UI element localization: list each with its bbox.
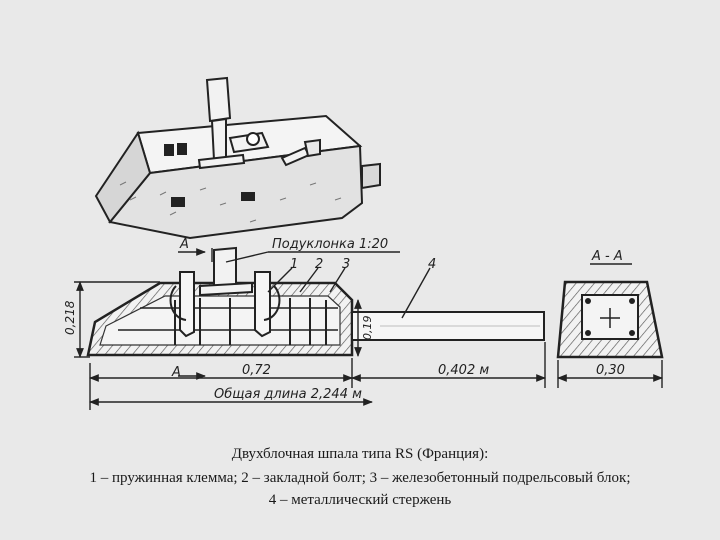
- part-1-label: 1: [290, 257, 298, 272]
- part-3-label: 3: [342, 257, 350, 272]
- dimension-lines: [74, 248, 663, 410]
- cant-label: Подуклонка 1:20: [272, 237, 388, 252]
- section-mark-bottom: А: [171, 365, 181, 380]
- block-length-dimension: 0,72: [242, 363, 271, 378]
- section-mark-top: А: [179, 237, 189, 252]
- part-2-label: 2: [315, 257, 323, 272]
- rod-length-dimension: 0,402 м: [438, 363, 489, 378]
- perspective-view: [94, 76, 381, 240]
- total-length-dimension: Общая длина 2,244 м: [214, 387, 362, 402]
- block-height-dimension: 0,19: [361, 316, 374, 341]
- caption-legend-line: 4 – металлический стержень: [268, 492, 452, 508]
- section-width-dimension: 0,30: [596, 363, 625, 378]
- longitudinal-section: [86, 246, 545, 357]
- height-dimension: 0,218: [63, 300, 77, 335]
- drawing-labels: Подуклонка 1:20 А А А - А 1 2 3 4 0,218 …: [63, 237, 625, 402]
- caption-title: Двухблочная шпала типа RS (Франция):: [231, 446, 489, 462]
- cross-section: [556, 280, 664, 359]
- section-title: А - А: [591, 249, 623, 264]
- caption-legend-line: 1 – пружинная клемма; 2 – закладной болт…: [89, 470, 631, 486]
- part-4-label: 4: [428, 257, 436, 272]
